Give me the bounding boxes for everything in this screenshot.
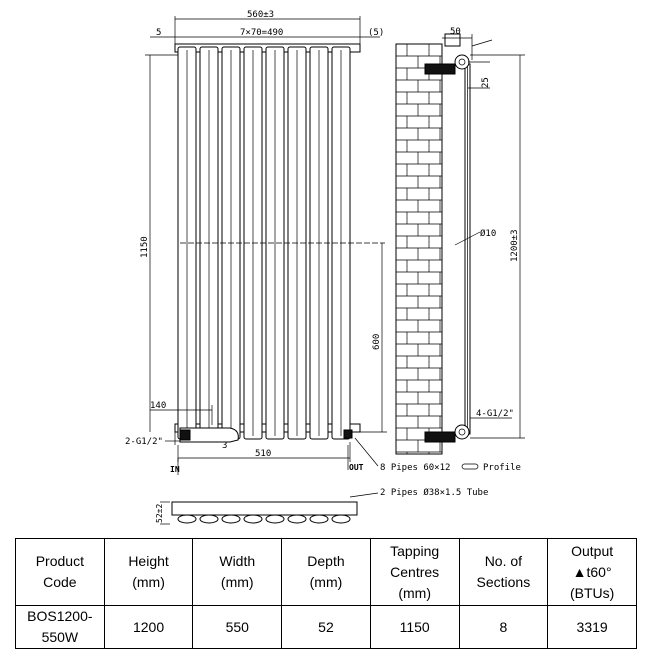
dim-overall-width: 560±3 [247, 10, 274, 20]
outlet-label: OUT [349, 463, 364, 472]
dim-bracket-dia: Ø10 [480, 228, 496, 239]
dim-mid-height: 600 [372, 334, 382, 350]
outlet-valve [343, 429, 353, 439]
cell-height: 1200 [103, 605, 194, 649]
dim-tapping-centres: 1150 [140, 236, 150, 258]
plan-view: 2 Pipes Ø38×1.5 Tube 52±2 [155, 487, 488, 525]
header-height: Height(mm) [103, 538, 194, 606]
header-depth: Depth(mm) [281, 538, 371, 606]
plan-pipe-profiles [177, 514, 351, 524]
dim-left-gap: 5 [156, 28, 161, 38]
header-output: Output▲t60° (BTUs) [547, 538, 637, 606]
cell-sections: 8 [458, 605, 549, 649]
dim-bottom-thread: 4-G1/2" [476, 409, 514, 419]
side-view: 50 25 1200±3 Ø10 4-G1/2" [395, 27, 525, 455]
table-row: BOS1200-550W 1200 550 52 1150 8 3319 [15, 605, 637, 649]
dim-wall-gap: 50 [450, 27, 461, 37]
cell-depth: 52 [281, 605, 371, 649]
cell-width: 550 [192, 605, 283, 649]
brick-wall-pattern [396, 43, 442, 454]
front-view: 560±3 5 7×70=490 (5) [125, 10, 521, 475]
cell-tapping-centres: 1150 [369, 605, 460, 649]
dim-pitch: 7×70=490 [240, 28, 283, 38]
cell-product-code: BOS1200-550W [15, 605, 105, 649]
dim-inlet-offset: 140 [150, 401, 166, 411]
cell-output: 3319 [547, 605, 637, 649]
dim-depth: 52±2 [155, 504, 164, 523]
dim-inlet-thread: 2-G1/2" [125, 437, 163, 447]
bottom-bracket [424, 424, 470, 443]
dim-bottom-width: 510 [255, 449, 271, 459]
inlet-valve [174, 426, 239, 445]
dim-top-offset: 25 [481, 77, 491, 88]
pipes-profile-label: 8 Pipes 60×12 [380, 463, 450, 473]
inlet-label: IN [170, 465, 180, 474]
tube-label: 2 Pipes Ø38×1.5 Tube [380, 487, 488, 498]
dim-height: 1200±3 [510, 229, 520, 262]
top-bracket [424, 33, 470, 75]
profile-word: Profile [483, 463, 521, 473]
header-width: Width(mm) [192, 538, 283, 606]
dim-inlet-small: 3 [222, 441, 227, 451]
radiator-technical-drawing: 560±3 5 7×70=490 (5) [125, 10, 525, 525]
dim-right-gap: (5) [368, 28, 384, 38]
